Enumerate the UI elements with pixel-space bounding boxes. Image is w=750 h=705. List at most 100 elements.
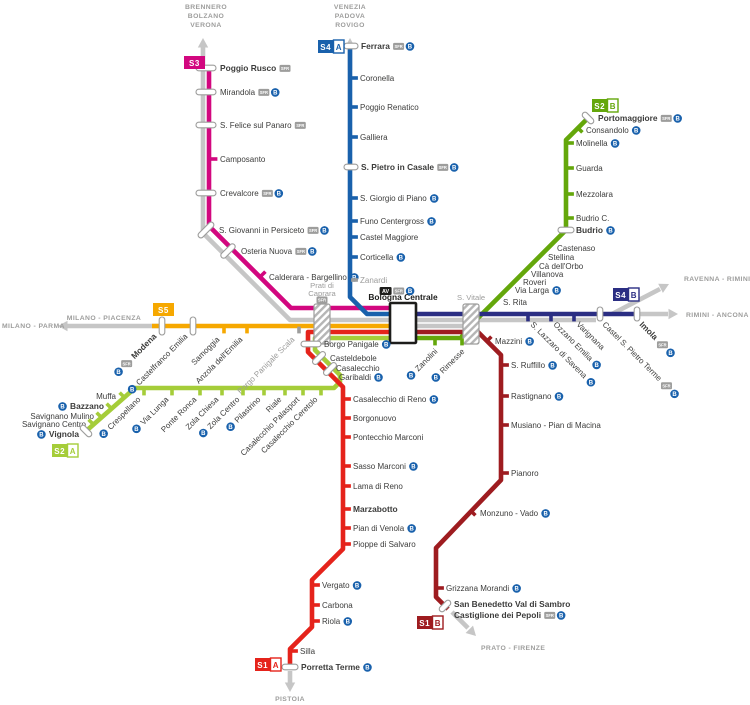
station-label: Borgo Panigale [324,340,379,349]
station-tick [259,270,267,278]
bus-icon-letter: B [101,432,106,438]
bus-icon: B [381,340,391,349]
regional-rail-badge: SFR [261,189,273,197]
sfr-badge-text: SFR [662,116,670,121]
station-label: Modena [129,331,159,361]
station-label: Ferrara [361,41,390,51]
corridor-pistoia: PISTOIA [275,696,304,703]
station-pioppe-di-salvaro: Pioppe di Salvaro [344,540,416,549]
station-label: Muffa [96,392,116,401]
station-calderara-bargellino: Calderara - BargellinoB [259,270,359,282]
station-label: Bazzano [70,401,104,411]
station-coronella: Coronella [351,74,395,83]
station-bazzano: Bazzano B [58,401,113,411]
station-label: Lama di Reno [353,482,403,491]
corridor-rimini-ancona-text: RIMINI - ANCONA [686,312,749,319]
bus-icon: B [226,422,235,432]
station-tick [79,424,93,438]
high-speed-badge: AV [379,287,392,295]
bus-icon: B [586,377,596,387]
station-tick [170,388,174,396]
bus-icon: B [431,373,441,382]
station-label: Monzuno - Vado [480,509,539,518]
station-label: S. Ruffillo [511,361,546,370]
station-tick [343,42,359,50]
regional-rail-badge: SFR [316,296,328,304]
s-vitale-box [462,303,480,345]
station-label: Porretta Terme [301,662,360,672]
station-pianoro: Pianoro [502,469,539,478]
bus-icon-letter: B [376,376,381,382]
bologna-centrale-box [388,301,418,345]
station-label: Riola [322,617,341,626]
bus-icon: B [610,139,620,148]
prati-di-caprara-box [313,303,331,345]
station-tick [567,192,574,196]
bus-icon: B [525,337,534,346]
station-tick [319,388,323,396]
station-tick [502,423,509,427]
bus-icon: B [407,524,416,533]
sfr-badge-text: SFR [439,165,447,170]
station-tick [351,278,358,282]
bus-icon: B [396,253,406,262]
station-label: Silla [300,647,316,656]
station-ponte-ronca: Ponte Ronca [159,388,202,434]
av-badge-text: AV [382,289,389,295]
line-badge-suffix: A [70,447,76,456]
station-label: Rimesse [438,347,467,376]
station-tick [311,350,327,366]
sfr-badge-text: SFR [297,249,305,254]
corridor-milano-parma-text: MILANO - PARMA [2,323,65,330]
station-stellina: Stellina [538,250,575,262]
station-label: Pioppe di Salvaro [353,540,416,549]
station-tick [95,411,103,419]
station-label: Consandolo [586,126,629,135]
bus-icon: B [548,361,557,370]
station-tick [351,76,358,80]
line-badge-s3: S3 [184,56,205,69]
corridor-venezia-text: ROVIGO [335,22,365,29]
station-label: Pontecchio Marconi [353,433,423,442]
station-tick [633,306,641,322]
station-label: Funo Centergross [360,217,424,226]
station-tick [197,221,215,239]
station-tick [469,509,477,517]
station-tick [513,275,521,283]
station-tick [505,283,513,291]
station-label: S. Rita [503,298,528,307]
station-tick [521,267,529,275]
bus-icon: B [670,389,679,399]
station-label: Grizzana Morandi [446,584,509,593]
station-poggio-renatico: Poggio Renatico [351,103,419,112]
line-badge-main: S1 [419,619,430,628]
station-tick [344,464,351,468]
station-tick [437,586,444,590]
regional-rail-badge: SFR [437,163,449,171]
station-castel-maggiore: Castel Maggiore [351,233,419,242]
station-camposanto: Camposanto [210,155,266,164]
bus-icon-letter: B [60,405,65,411]
station-label: Molinella [576,139,608,148]
station-tick [344,526,351,530]
station-label: Poggio Rusco [220,63,276,73]
bus-icon: B [552,286,561,295]
station-label: Portomaggiore [598,113,658,123]
line-badge-main: S4 [615,291,626,300]
sfr-badge-text: SFR [546,613,554,618]
bus-icon-letter: B [409,527,414,533]
station-tick [502,471,509,475]
